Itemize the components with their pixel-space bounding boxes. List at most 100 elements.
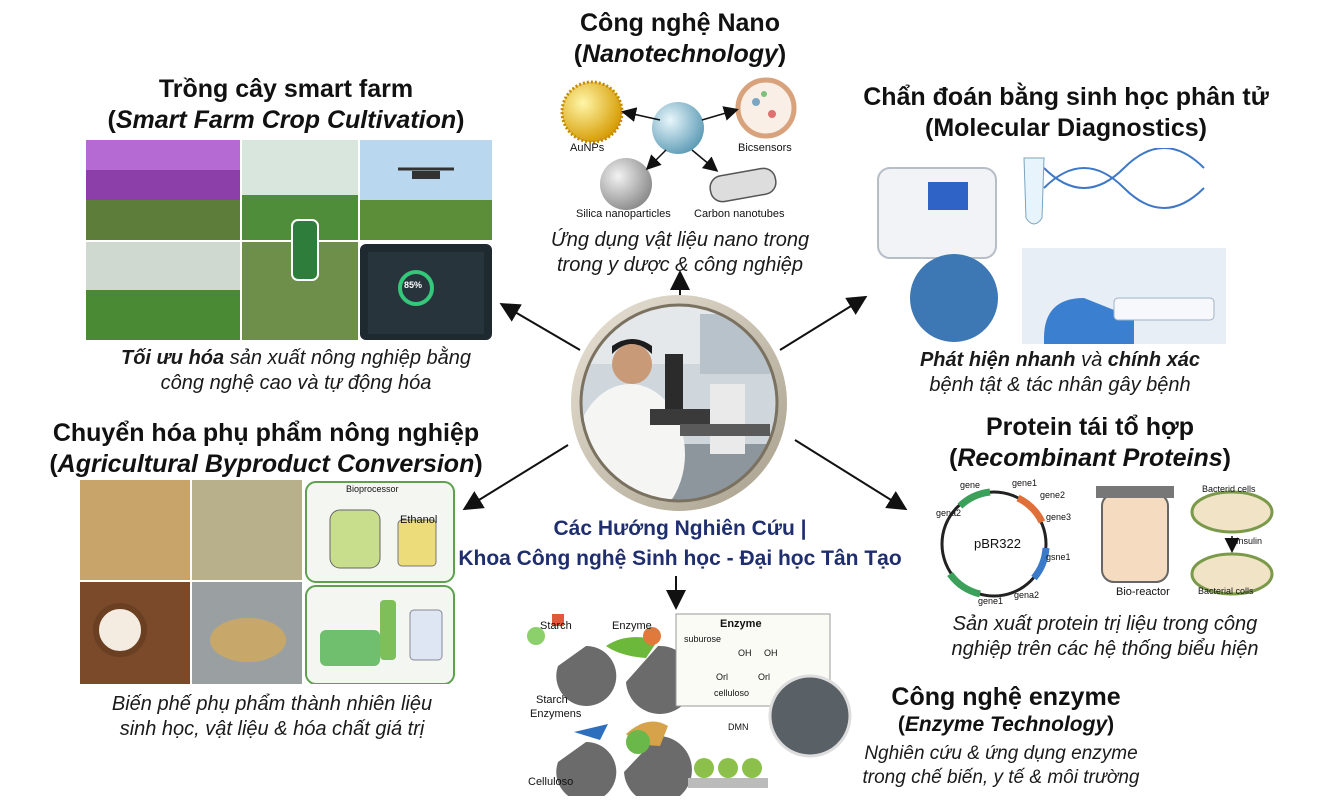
nano-subtitle: Nanotechnology [582, 40, 778, 68]
byproduct-subtitle-wrap: (Agricultural Byproduct Conversion) [49, 450, 483, 478]
enzyme-title: Công nghệ enzyme [891, 683, 1121, 711]
center-title-line2: Khoa Công nghệ Sinh học - Đại học Tân Tạ… [458, 547, 902, 570]
gloved-hand-icon [1044, 298, 1134, 344]
nano-subtitle-wrap: (Nanotechnology) [573, 40, 787, 68]
dna-globe-icon [910, 254, 998, 342]
diagnostics-desc-mid: và [1075, 349, 1108, 371]
center-title: Các Hướng Nghiên Cứu | Khoa Công nghệ Si… [440, 514, 920, 574]
protein-gene-label-7: gene1 [978, 596, 1004, 606]
diagnostics-title: Chẩn đoán bằng sinh học phân tử [863, 83, 1269, 111]
protein-insulin-label: Insulin [1236, 536, 1263, 546]
protein-gene-label-4: gena2 [936, 508, 962, 518]
protein-plasmid-label: pBR322 [974, 536, 1021, 551]
smartfarm-description: Tối ưu hóa sản xuất nông nghiệp bằng côn… [96, 346, 496, 396]
smartfarm-subtitle-wrap: (Smart Farm Crop Cultivation) [107, 106, 465, 134]
byproduct-label-bioprocessor: Bioprocessor [346, 484, 399, 494]
cooking-pot-icon [210, 618, 286, 662]
enzyme-title-block: Công nghệ enzyme (Enzyme Technology) [866, 682, 1146, 737]
enzyme-description: Nghiên cứu & ứng dụng enzyme trong chế b… [846, 742, 1156, 790]
chemical-jar-icon [409, 609, 443, 661]
dashboard-screen [368, 252, 484, 334]
enzyme-desc-line2: trong chế biến, y tế & môi trường [862, 767, 1140, 788]
enzyme-pacman-icon-1 [556, 645, 617, 706]
diagnostics-subtitle-wrap: (Molecular Diagnostics) [924, 114, 1207, 142]
center-title-line1: Các Hướng Nghiên Cứu | [553, 517, 807, 540]
diagnostics-title-block: Chẩn đoán bằng sinh học phân tử (Molecul… [856, 82, 1276, 144]
dna-helix-icon [1043, 148, 1205, 209]
lab-equipment-photo [768, 674, 852, 758]
protein-subtitle: Recombinant Proteins [957, 444, 1223, 472]
smartfarm-subtitle: Smart Farm Crop Cultivation [115, 106, 457, 134]
diagnostics-desc-bold1: Phát hiện nhanh [919, 349, 1076, 371]
bioreactor-icon [1096, 486, 1174, 583]
byproduct-label-ethanol: Ethanol [400, 514, 438, 526]
coconut-icon [93, 603, 147, 657]
nano-label-silica: Silica nanoparticles [576, 208, 671, 220]
diagnostics-subtitle: Molecular Diagnostics [933, 114, 1199, 142]
enzyme-box-label-orl-1: Orl [716, 672, 728, 682]
plasmid-icon [940, 490, 1048, 598]
diagnostics-description: Phát hiện nhanh và chính xác bệnh tật & … [880, 348, 1240, 398]
smartfarm-desc-line2: công nghệ cao và tự động hóa [160, 372, 432, 394]
nano-desc-line1: Ứng dụng vật liệu nano trong [550, 229, 810, 251]
enzyme-illustration [527, 613, 852, 796]
enzyme-label-enzymens: Enzymens [530, 708, 582, 720]
protein-bact-top-label: Bacterid cells [1202, 484, 1256, 494]
byproduct-subtitle: Agricultural Byproduct Conversion [57, 450, 475, 478]
byproduct-title: Chuyển hóa phụ phẩm nông nghiệp [52, 419, 480, 447]
smartfarm-title: Trồng cây smart farm [158, 75, 414, 103]
protein-desc-line2: nghiệp trên các hệ thống biểu hiện [951, 638, 1259, 660]
aunps-particle-icon [560, 80, 624, 144]
enzyme-label-dmn: DMN [728, 722, 749, 732]
protein-desc-line1: Sản xuất protein trị liệu trong công [952, 613, 1258, 635]
silica-nanoparticle-icon [600, 158, 652, 210]
smartfarm-desc-line1: Tối ưu hóa sản xuất nông nghiệp bằng [96, 346, 496, 371]
enzyme-box-label-oh-2: OH [764, 648, 778, 658]
byproduct-title-block: Chuyển hóa phụ phẩm nông nghiệp (Agricul… [36, 418, 496, 480]
protein-title-block: Protein tái tổ hợp (Recombinant Proteins… [930, 412, 1250, 474]
nano-illustration [560, 77, 797, 210]
immobilized-enzyme-beads-icon [688, 758, 768, 788]
bacterial-cell-bottom-icon [1190, 552, 1274, 596]
diagnostics-desc-line2: bệnh tật & tác nhân gây bệnh [929, 374, 1191, 396]
diagnostics-desc-bold2: chính xác [1107, 349, 1201, 371]
protein-bact-bottom-label: Bacterial colls [1198, 586, 1254, 596]
protein-gene-label-3: gene2 [1040, 490, 1066, 500]
dashboard-value: 85% [404, 280, 423, 290]
nano-title-block: Công nghệ Nano (Nanotechnology) [520, 8, 840, 70]
nano-label-aunps: AuNPs [570, 142, 605, 154]
enzyme-pacman-icon-4 [624, 736, 692, 796]
smartfarm-title-block: Trồng cây smart farm (Smart Farm Crop Cu… [96, 74, 476, 136]
bottle-icon [380, 600, 396, 660]
enzyme-subtitle-wrap: (Enzyme Technology) [897, 713, 1115, 736]
protein-gene-label-2: gene1 [1012, 478, 1038, 488]
smartfarm-photo-collage [86, 140, 492, 340]
bioprocessor-icon [329, 509, 381, 569]
enzyme-label-celluloso-1: Celluloso [528, 776, 574, 788]
nano-desc-line2: trong y dược & công nghiệp [556, 254, 804, 276]
test-tube-icon [1023, 157, 1045, 225]
byproduct-illustration [80, 480, 455, 684]
pcr-machine-icon [877, 167, 997, 259]
center-nanoparticle-icon [652, 102, 704, 154]
byproduct-desc-line2: sinh học, vật liệu & hóa chất giá trị [119, 718, 425, 740]
sensor-device-icon [291, 219, 319, 281]
starch-substrate-icon-1 [527, 627, 545, 645]
enzyme-desc-line1: Nghiên cứu & ứng dụng enzyme [864, 743, 1138, 764]
drone-icon [398, 167, 454, 179]
byproduct-description: Biến phế phụ phẩm thành nhiên liệu sinh … [72, 692, 472, 742]
arrow-to-byproduct [462, 444, 569, 511]
enzyme-box-label-oh-1: OH [738, 648, 752, 658]
protein-illustration [940, 486, 1274, 598]
nano-description: Ứng dụng vật liệu nano trong trong y dượ… [510, 228, 850, 278]
diagnostics-desc-line1: Phát hiện nhanh và chính xác [880, 348, 1240, 373]
protein-gene-label-5: gene3 [1046, 512, 1072, 522]
arrow-to-protein [794, 439, 908, 511]
microfluidic-chip-icon [1113, 297, 1215, 321]
diagnostics-illustration [877, 148, 1226, 344]
nano-label-biosensors: Bicsensors [738, 142, 792, 154]
ethanol-jar-icon [397, 519, 437, 567]
enzyme-pacman-icon-3 [556, 741, 617, 796]
